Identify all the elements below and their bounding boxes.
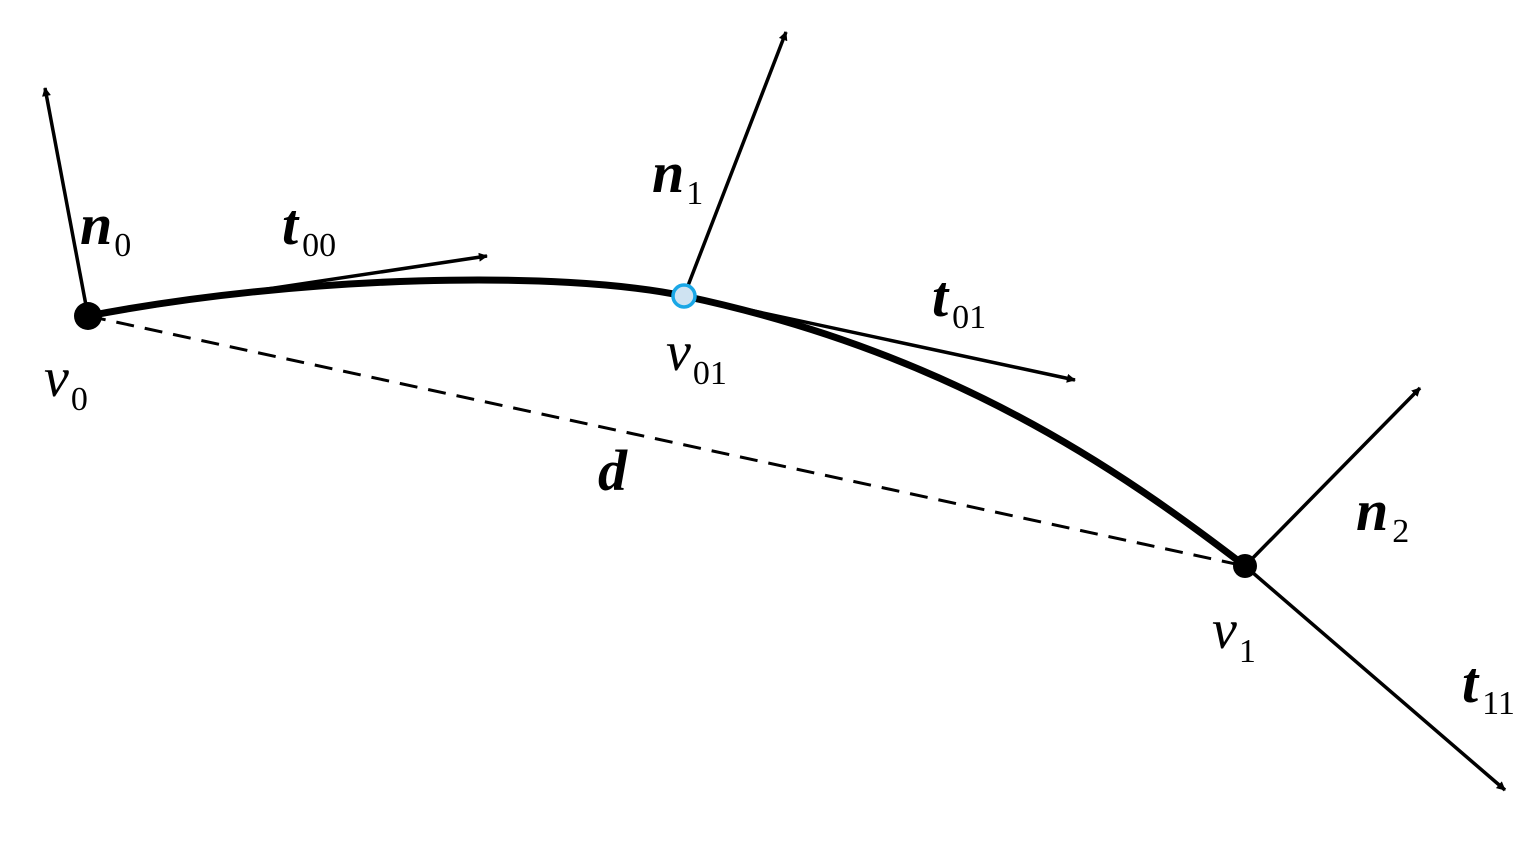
normal-n0-arrow [42, 87, 90, 317]
point-v0 [74, 302, 102, 330]
normal-n2-arrow [1243, 386, 1422, 568]
label-n1: n1 [652, 140, 703, 212]
tangent-t00-arrow [87, 252, 488, 318]
label-d: d [598, 438, 628, 503]
label-v1: v1 [1212, 599, 1256, 670]
point-v1 [1233, 554, 1257, 578]
normal-n1-arrow [682, 31, 788, 297]
tangent-t01-arrow [683, 294, 1076, 383]
label-v0: v0 [44, 347, 88, 418]
label-n0: n0 [80, 192, 131, 264]
chord-d-dashed-line [87, 314, 1246, 568]
label-v01: v01 [666, 321, 727, 392]
point-v01 [671, 283, 697, 309]
tangent-t11-arrow [1243, 564, 1507, 792]
